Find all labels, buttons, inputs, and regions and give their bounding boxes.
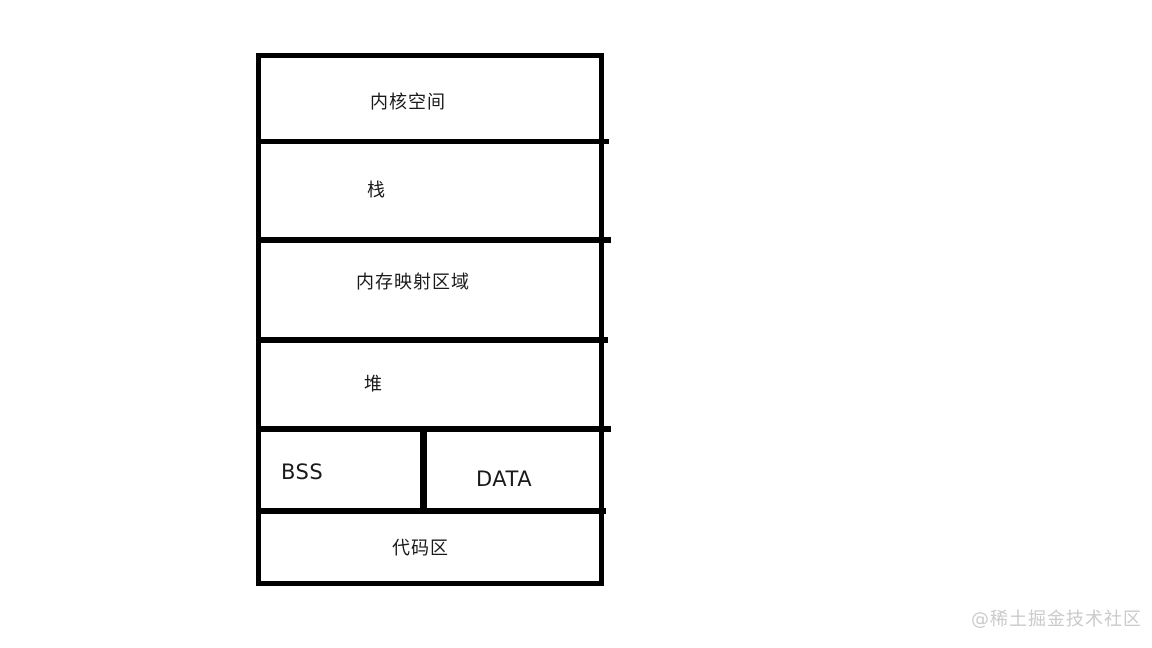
divider-bssdata-code — [256, 508, 606, 514]
divider-heap-bssdata — [256, 426, 611, 432]
section-stack — [261, 144, 599, 237]
section-label-kernel-space: 内核空间 — [370, 92, 446, 113]
section-heap — [261, 343, 599, 426]
section-label-data: DATA — [476, 467, 533, 491]
section-label-code: 代码区 — [392, 538, 449, 559]
section-label-bss: BSS — [281, 460, 324, 484]
section-label-stack: 栈 — [367, 180, 386, 201]
section-label-heap: 堆 — [364, 374, 383, 395]
divider-mmap-heap — [256, 337, 608, 343]
section-label-mmap-region: 内存映射区域 — [356, 272, 470, 293]
divider-kernel-stack — [256, 139, 609, 144]
divider-stack-mmap — [256, 237, 611, 243]
divider-bss-data — [420, 426, 427, 514]
juejin-watermark: @稀土掘金技术社区 — [971, 609, 1142, 630]
